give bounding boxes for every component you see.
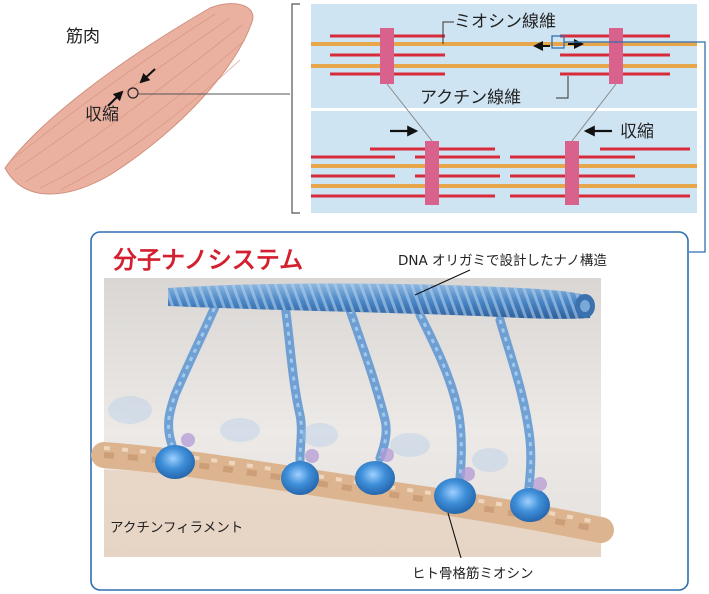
detail-connector-line [564, 41, 706, 253]
arrow-icon [139, 68, 156, 84]
z-disc [425, 141, 439, 205]
dna-origami-leader-line [414, 269, 471, 296]
muscle-label: 筋肉 [66, 27, 100, 47]
contraction-label-sarcomere: 収縮 [620, 122, 654, 142]
z-disc [380, 28, 394, 84]
actin-filament-kana-label: アクチンフィラメント [110, 520, 243, 536]
bracket-icon [291, 3, 300, 214]
human-myosin-label: ヒト骨格筋ミオシン [412, 565, 534, 582]
actin-leader-line [556, 76, 569, 99]
nanosystem-render [91, 278, 614, 557]
dna-origami-label: DNA オリガミで設計したナノ構造 [398, 253, 607, 269]
myosin-molecules [108, 295, 550, 522]
muscle-illustration [4, 3, 254, 195]
myosin-filament-label: ミオシン線維 [454, 12, 556, 32]
contraction-label-muscle: 収縮 [85, 105, 119, 125]
dna-origami-tube [168, 283, 595, 319]
arrow-icon [107, 90, 124, 107]
z-disc [609, 28, 623, 84]
nanosystem-title: 分子ナノシステム [113, 246, 303, 274]
z-disc [565, 141, 579, 205]
sarcomere-panels: ミオシン線維 アクチン線維 [311, 4, 697, 213]
human-myosin-leader-line [447, 512, 462, 559]
myosin-leader-line [442, 21, 454, 44]
zoom-circle-icon [127, 87, 139, 99]
actin-filament-label: アクチン線維 [420, 88, 521, 108]
